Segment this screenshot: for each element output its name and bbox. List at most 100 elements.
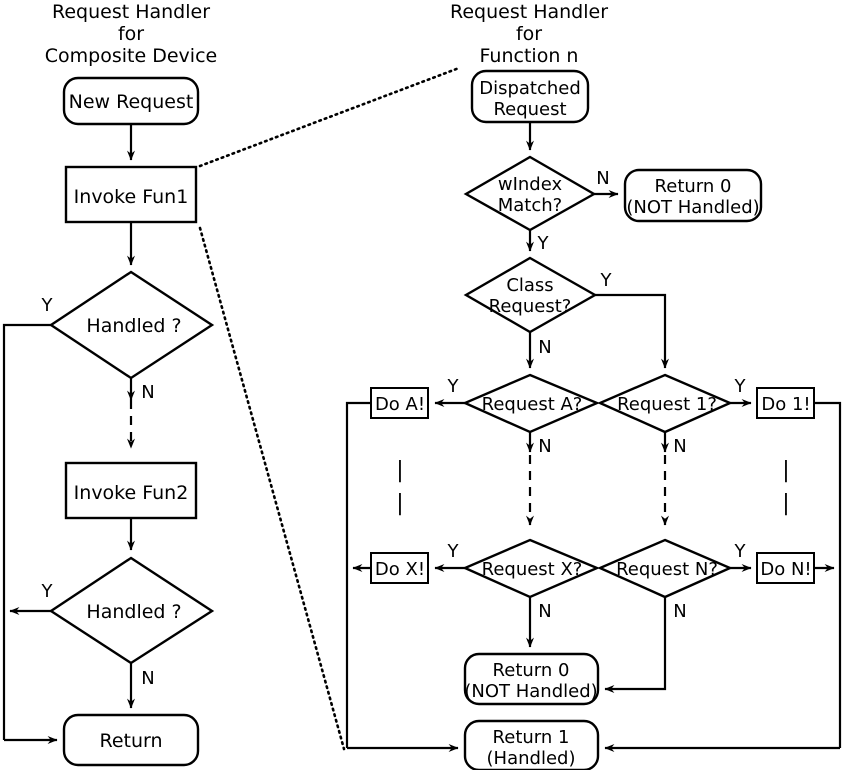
handled-2-label: Handled ? [86, 601, 181, 623]
class-request-line-2: Request? [489, 296, 572, 317]
do-x-box[interactable] [370, 552, 429, 584]
node-invoke-fun1[interactable]: Invoke Fun1 [64, 165, 198, 224]
request-x-no-label: N [538, 601, 551, 622]
request-x-diamond[interactable] [462, 538, 601, 599]
node-request-1-decision[interactable]: Request 1? Y N [597, 373, 747, 457]
right-title-line-1: Request Handler [450, 1, 608, 23]
do-n-box[interactable] [756, 552, 815, 584]
node-new-request[interactable]: New Request [62, 76, 200, 126]
left-column-title: Request Handler for Composite Device [45, 1, 217, 67]
handled-2-diamond[interactable] [48, 556, 215, 665]
node-windex-match-decision[interactable]: wIndex Match? N Y [463, 155, 610, 254]
ellipsis-right-dot-1: | [782, 458, 789, 483]
request-n-diamond[interactable] [597, 538, 733, 599]
right-title-line-3: Function n [480, 45, 579, 67]
left-title-line-1: Request Handler [52, 1, 210, 23]
request-a-label: Request A? [482, 394, 583, 415]
node-return[interactable]: Return [62, 713, 200, 767]
return-box[interactable] [62, 713, 200, 767]
return0-top-box[interactable] [623, 168, 763, 223]
node-return1-handled[interactable]: Return 1 (Handled) [463, 719, 600, 770]
node-class-request-decision[interactable]: Class Request? Y N [463, 256, 613, 358]
left-title-line-3: Composite Device [45, 45, 217, 67]
request-1-yes-label: Y [734, 376, 747, 397]
node-do-a[interactable]: Do A! [370, 387, 429, 419]
node-request-a-decision[interactable]: Request A? Y N [447, 373, 601, 457]
handled-1-diamond[interactable] [48, 270, 215, 380]
node-dispatched-request[interactable]: Dispatched Request [470, 69, 590, 124]
do-a-box[interactable] [370, 387, 429, 419]
node-request-x-decision[interactable]: Request X? Y N [447, 538, 601, 622]
new-request-label: New Request [69, 91, 194, 113]
invoke-fun2-box[interactable] [64, 461, 198, 520]
ellipsis-left-dot-1: | [396, 458, 403, 483]
request-n-label: Request N? [616, 559, 718, 580]
dispatched-request-box[interactable] [470, 69, 590, 124]
edge-request-n-no-to-return0 [604, 597, 667, 693]
request-a-yes-label: Y [447, 376, 460, 397]
zoom-connector-upper [198, 66, 461, 168]
request-1-label: Request 1? [617, 394, 717, 415]
return0-top-line-2: (NOT Handled) [626, 197, 759, 218]
request-1-diamond[interactable] [597, 373, 733, 434]
new-request-box[interactable] [62, 76, 200, 126]
return0-line-1: Return 0 [493, 660, 570, 681]
node-do-n[interactable]: Do N! [756, 552, 815, 584]
node-do-x[interactable]: Do X! [370, 552, 429, 584]
windex-match-line-2: Match? [498, 195, 562, 216]
return0-top-line-1: Return 0 [655, 176, 732, 197]
left-edges [2, 123, 135, 744]
left-title-line-2: for [118, 23, 144, 45]
handled-2-yes-label: Y [41, 581, 54, 602]
handled-2-no-label: N [141, 668, 154, 689]
do-x-label: Do X! [375, 559, 425, 580]
node-do-1[interactable]: Do 1! [756, 387, 815, 419]
request-n-no-label: N [673, 601, 686, 622]
invoke-fun1-box[interactable] [64, 165, 198, 224]
request-x-yes-label: Y [447, 541, 460, 562]
return0-box[interactable] [463, 652, 600, 706]
return1-box[interactable] [463, 719, 600, 770]
right-column-title: Request Handler for Function n [450, 1, 608, 67]
dispatched-request-line-2: Request [493, 99, 566, 120]
return1-line-1: Return 1 [493, 727, 570, 748]
do-a-label: Do A! [375, 394, 425, 415]
class-request-yes-label: Y [600, 270, 613, 291]
request-1-no-label: N [673, 436, 686, 457]
class-request-diamond[interactable] [463, 256, 598, 334]
class-request-line-1: Class [506, 275, 553, 296]
ellipsis-right-column: | | [782, 458, 789, 516]
dispatched-request-line-1: Dispatched [479, 78, 581, 99]
node-return0-not-handled-top[interactable]: Return 0 (NOT Handled) [623, 168, 763, 223]
node-invoke-fun2[interactable]: Invoke Fun2 [64, 461, 198, 520]
handled-1-yes-label: Y [41, 295, 54, 316]
edge-handled1-yes-bus [2, 323, 51, 740]
node-request-n-decision[interactable]: Request N? Y N [597, 538, 747, 622]
invoke-fun2-label: Invoke Fun2 [74, 482, 189, 504]
edge-left-do-bus [345, 401, 371, 748]
request-a-no-label: N [538, 436, 551, 457]
right-edges [345, 122, 842, 752]
request-a-diamond[interactable] [462, 373, 601, 434]
windex-yes-label: Y [537, 233, 550, 254]
ellipsis-left-dot-2: | [396, 491, 403, 516]
node-handled-decision-2[interactable]: Handled ? Y N [41, 556, 215, 689]
do-1-box[interactable] [756, 387, 815, 419]
right-title-line-2: for [516, 23, 542, 45]
invoke-fun1-label: Invoke Fun1 [74, 186, 189, 208]
windex-match-diamond[interactable] [463, 155, 597, 232]
return0-line-2: (NOT Handled) [464, 681, 597, 702]
handled-1-no-label: N [141, 382, 154, 403]
ellipsis-right-dot-2: | [782, 491, 789, 516]
ellipsis-left-column: | | [396, 458, 403, 516]
node-handled-decision-1[interactable]: Handled ? Y N [41, 270, 215, 403]
node-return0-not-handled[interactable]: Return 0 (NOT Handled) [463, 652, 600, 706]
do-1-label: Do 1! [761, 394, 810, 415]
handled-1-label: Handled ? [86, 315, 181, 337]
class-request-no-label: N [538, 337, 551, 358]
return1-line-2: (Handled) [487, 748, 576, 769]
zoom-connector-lower [198, 226, 346, 751]
windex-match-line-1: wIndex [498, 174, 563, 195]
request-x-label: Request X? [482, 559, 583, 580]
edge-class-yes-to-request-1 [595, 293, 669, 369]
